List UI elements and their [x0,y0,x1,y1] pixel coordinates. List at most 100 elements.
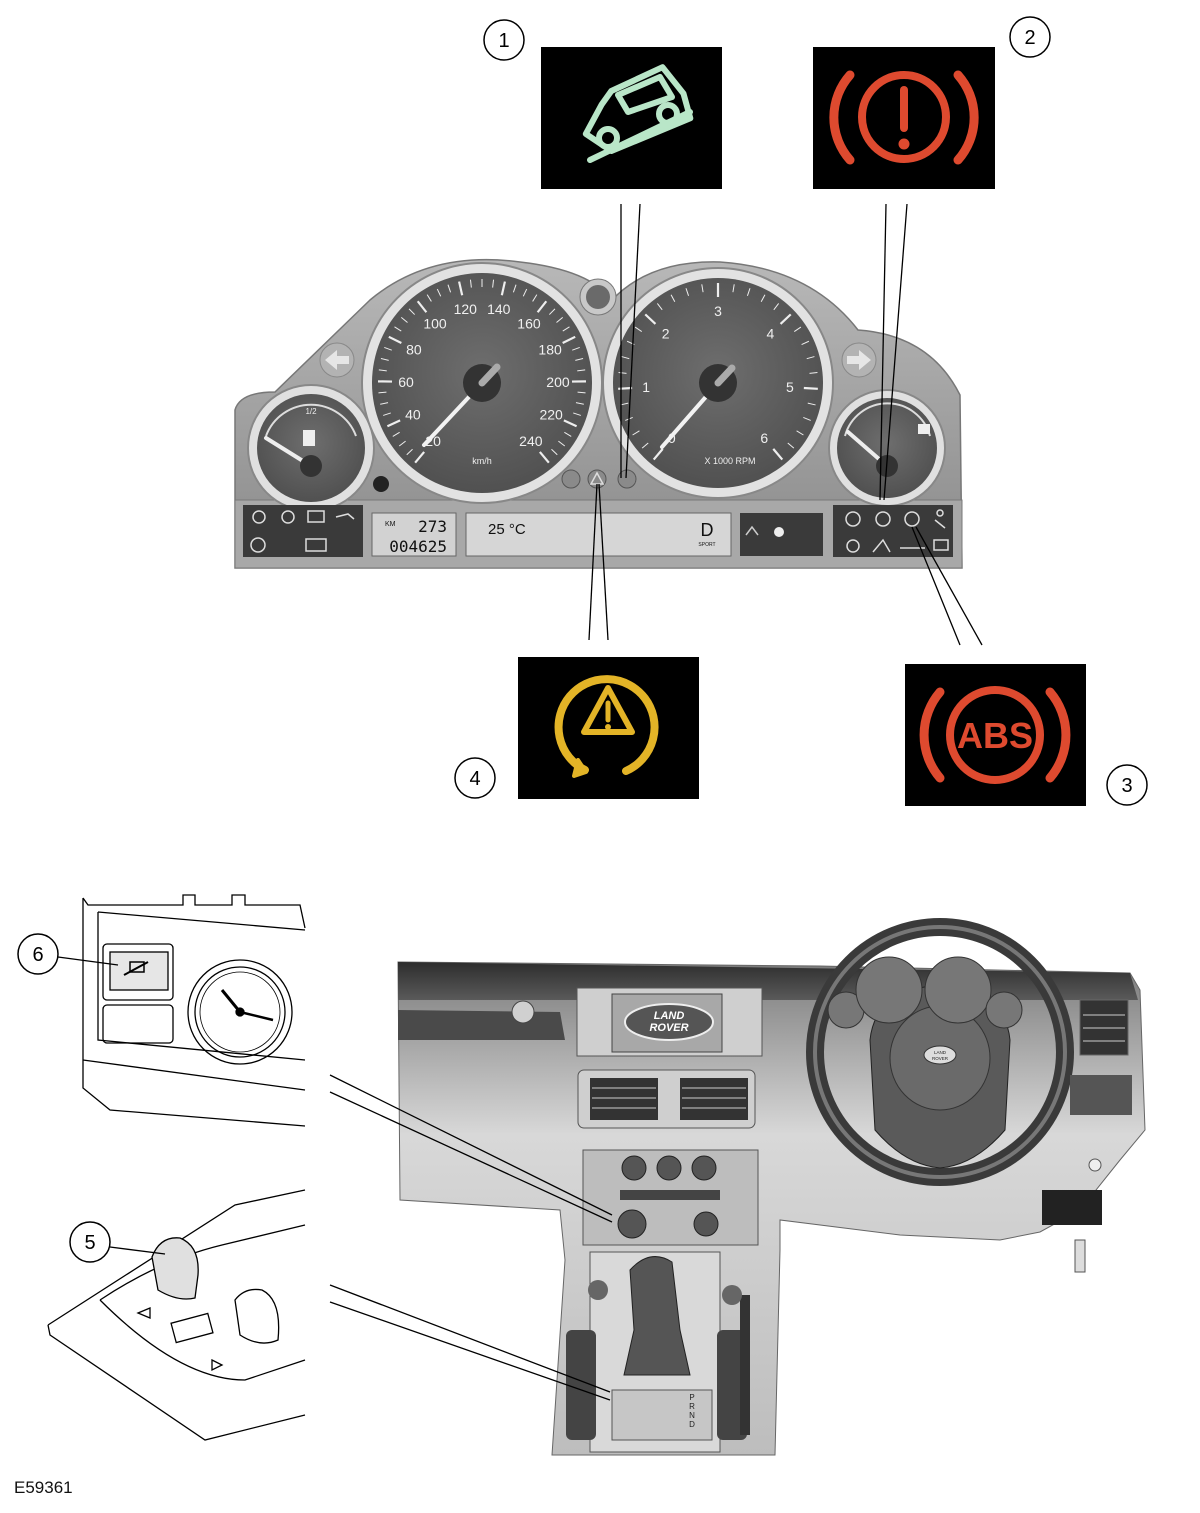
inset-hdc-switch [82,894,306,1127]
tach-tick [634,326,643,332]
tach-tick [632,430,640,436]
speed-tick-label: 100 [423,315,447,331]
wheel-logo-line1: LAND [934,1050,947,1055]
speed-tick [458,281,464,296]
mode-readout: SPORT [698,542,715,548]
speed-tick [562,326,570,332]
hill-descent-switch-icon [123,961,149,976]
hill-descent-car-icon [582,64,694,163]
speed-tick [551,448,558,456]
callout-2: 2 [1024,27,1035,49]
tach-tick [803,417,811,421]
gear-readout: D [701,520,714,540]
tach-tick [801,340,810,346]
tach-tick [772,448,784,461]
inset-gear-switch [47,1189,306,1441]
tachometer: 0123456 X 1000 RPM [602,267,834,499]
tach-tick-label: 4 [766,326,774,342]
tach-tick [773,303,780,311]
speed-tick [380,357,389,361]
speed-tick-label: 240 [519,433,543,449]
speed-tick [378,391,387,394]
speed-tick-label: 40 [405,407,421,423]
speed-tick-label: 60 [398,374,414,390]
dash-logo-line1: LAND [654,1010,685,1022]
speed-tick [408,308,416,315]
tach-tick [685,288,690,296]
tach-tick-label: 1 [642,379,650,395]
fuel-half-mark: 1/2 [305,407,317,416]
gear-selector-icon [170,1312,214,1344]
speed-tick [575,402,584,405]
speed-tick [532,294,538,302]
speed-tick [522,288,528,297]
tach-tick [796,430,804,436]
callout-4: 4 [469,768,480,790]
speed-tick [378,369,387,372]
speed-tick-label: 180 [538,341,562,357]
speed-tick-label: 140 [487,301,511,317]
speed-tick [380,402,389,405]
gear-letter: R [689,1402,695,1411]
lamp-abs: ABS [905,664,1086,806]
speed-tick [558,440,566,447]
tach-tick [644,313,657,325]
gear-letter: N [689,1411,695,1420]
speed-unit: km/h [472,456,492,466]
tach-tick [656,303,663,311]
speed-tick [556,317,564,323]
wheel-logo-line2: ROVER [932,1056,949,1061]
dash-logo-line2: ROVER [649,1022,688,1034]
lamp-hill-descent [541,47,722,189]
speed-tick [406,448,413,456]
speed-tick [388,335,402,345]
clock-icon [187,959,293,1065]
speed-tick [577,369,586,372]
tach-tick [793,326,802,332]
tach-tick-label: 6 [760,430,768,446]
trip-prefix: KM [385,521,396,528]
steering-wheel: LAND ROVER [806,918,1074,1186]
speed-tick [548,308,556,315]
tach-tick [652,448,664,461]
trip-readout: 273 [418,517,447,536]
speed-tick [536,300,548,313]
temperature-gauge [828,389,946,507]
speed-tick [500,281,506,296]
callout-3: 3 [1121,775,1132,797]
speed-tick [492,279,495,288]
traction-control-warning-icon [554,675,659,778]
speed-tick [572,346,580,351]
lamp-brake [813,47,995,189]
tach-tick [618,372,627,374]
tach-tick [803,386,818,390]
tach-tick [641,442,649,449]
abs-warning-icon [919,686,1071,784]
tach-tick [732,284,735,293]
speed-tick [400,317,408,323]
callout-5: 5 [84,1232,95,1254]
speed-tick-label: 160 [517,315,541,331]
brake-warning-icon [829,70,979,165]
speed-tick [426,294,432,302]
tach-tick-label: 2 [662,326,670,342]
tach-tick-label: 3 [714,303,722,319]
tach-tick [701,284,704,293]
tach-tick [807,402,816,406]
speed-tick [447,284,452,293]
speed-tick [383,412,391,416]
speed-tick [384,346,392,351]
speed-tick [573,412,581,416]
speed-tick [386,419,401,428]
tach-tick [809,372,818,374]
speed-tick [392,431,400,437]
speed-tick-label: 220 [539,407,563,423]
speed-tick [562,335,576,345]
speed-tick [575,357,584,361]
speed-tick-label: 200 [546,374,570,390]
speed-tick [394,326,402,332]
gear-letter: D [689,1420,695,1429]
